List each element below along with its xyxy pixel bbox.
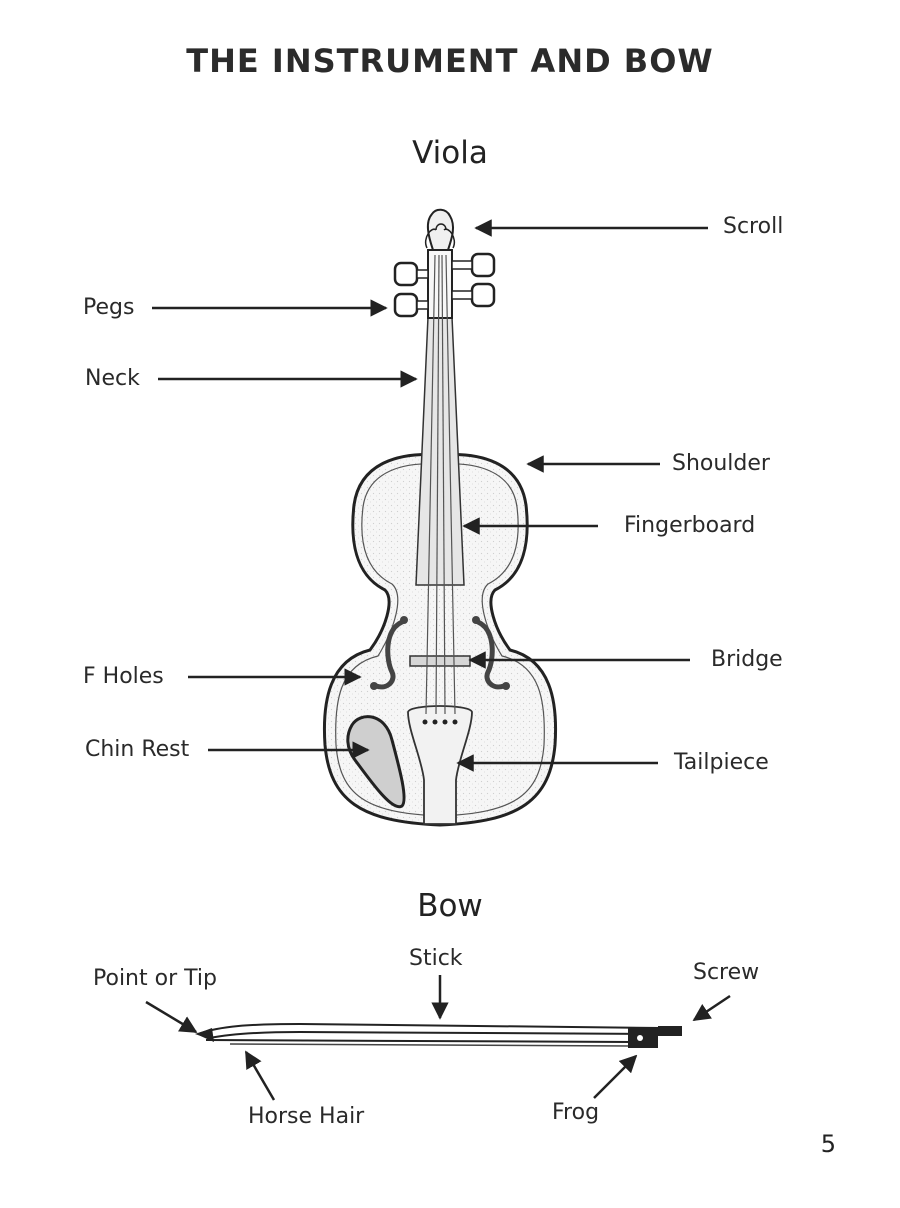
label-scroll: Scroll <box>723 214 784 239</box>
label-stick: Stick <box>409 946 463 971</box>
bow-stick <box>194 1022 661 1040</box>
peg <box>470 252 496 278</box>
bow-hair <box>205 1039 633 1043</box>
peg <box>393 261 419 287</box>
label-shoulder: Shoulder <box>672 451 770 476</box>
label-point-or-tip: Point or Tip <box>93 966 217 991</box>
viola-heading: Viola <box>412 135 488 171</box>
chin-rest <box>346 715 406 809</box>
bow-heading: Bow <box>417 888 483 924</box>
page-title: THE INSTRUMENT AND BOW <box>186 42 714 80</box>
bow-screw <box>658 1026 682 1036</box>
bridge <box>409 655 471 667</box>
f-hole-right <box>475 619 507 690</box>
label-f-holes: F Holes <box>83 664 164 689</box>
f-hole-left <box>373 619 405 690</box>
label-horse-hair: Horse Hair <box>248 1104 365 1129</box>
arrow-screw <box>692 994 731 1022</box>
scroll <box>426 208 455 251</box>
arrow-frog <box>593 1054 638 1099</box>
page-number: 5 <box>820 1130 836 1158</box>
label-chin-rest: Chin Rest <box>85 737 190 762</box>
arrow-tip <box>145 1000 198 1034</box>
label-bridge: Bridge <box>711 647 783 672</box>
peg <box>393 292 419 318</box>
label-neck: Neck <box>85 366 140 391</box>
arrow-horse-hair <box>244 1050 276 1101</box>
peg <box>470 282 496 308</box>
label-frog: Frog <box>552 1100 600 1125</box>
label-screw: Screw <box>693 960 760 985</box>
label-tailpiece: Tailpiece <box>674 750 769 775</box>
label-pegs: Pegs <box>83 295 135 320</box>
label-fingerboard: Fingerboard <box>624 513 756 538</box>
